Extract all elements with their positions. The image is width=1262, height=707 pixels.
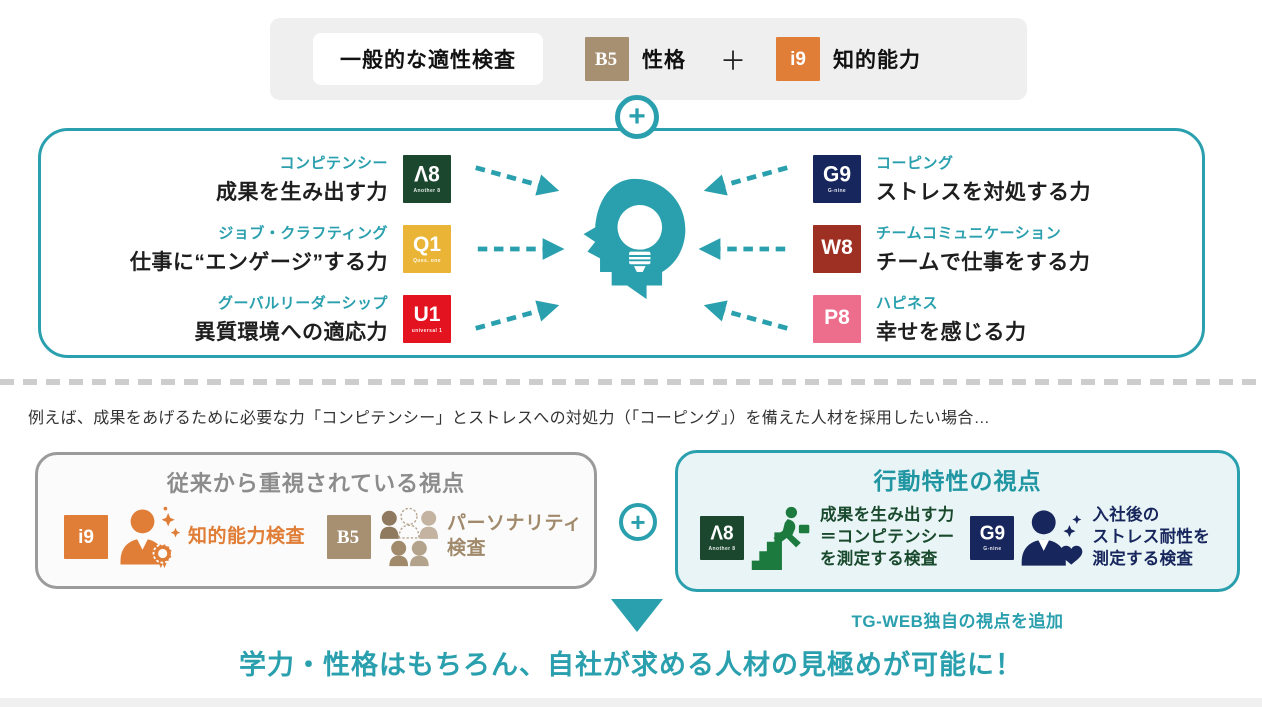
ability-title: 成果を生み出す力 <box>216 181 388 204</box>
i9-product-icon: i9 <box>64 515 108 559</box>
dashed-arrow-icon <box>475 300 560 331</box>
woman-award-icon <box>120 506 181 569</box>
ability-title: 異質環境への適応力 <box>194 321 388 344</box>
a8-product-icon: Λ8 Another 8 <box>403 155 451 203</box>
dashed-arrow-icon <box>475 165 560 196</box>
ability-tag: グーバルリーダーシップ <box>217 295 388 312</box>
ability-row-global-leadership: グーバルリーダーシップ 異質環境への適応力 U1 universal 1 <box>41 287 451 351</box>
conclusion-headline: 学力・性格はもちろん、自社が求める人材の見極めが可能に！ <box>239 650 1023 680</box>
dashed-arrow-icon <box>703 165 788 196</box>
personality-label: 性格 <box>642 49 686 72</box>
abilities-panel: コンピテンシー 成果を生み出す力 Λ8 Another 8 ジョブ・クラフティン… <box>38 128 1205 358</box>
dashed-arrow-icon <box>703 300 788 331</box>
competency-test-label: 成果を生み出す力 ＝コンピテンシー を測定する検査 <box>820 506 955 568</box>
ability-row-coping: G9 G-nine コーピング ストレスを対処する力 <box>813 147 1207 211</box>
plus-sign: ＋ <box>720 45 747 76</box>
ability-tag: ジョブ・クラフティング <box>218 225 388 242</box>
legacy-panel-title: 従来から重視されている視点 <box>166 471 466 496</box>
b5-product-icon: B5 <box>327 515 372 559</box>
stairs-runner-icon <box>751 506 810 571</box>
ability-row-happiness: P8 ハピネス 幸せを感じる力 <box>813 287 1207 351</box>
plus-badge-icon: + <box>619 503 657 541</box>
ability-title: 仕事に“エンゲージ”する力 <box>129 251 388 274</box>
people-group-icon <box>379 507 439 567</box>
ability-tag: ハピネス <box>876 295 939 312</box>
ability-row-team-communication: W8 チームコミュニケーション チームで仕事をする力 <box>813 217 1207 281</box>
q1-product-icon: Q1 Ques. one <box>403 225 451 273</box>
ability-title: 幸せを感じる力 <box>876 321 1027 344</box>
b5-product-icon: B5 <box>585 37 629 81</box>
general-test-bar: 一般的な適性検査 B5 性格 ＋ i9 知的能力 <box>270 18 1027 100</box>
a8-product-icon: Λ8 Another 8 <box>700 516 744 560</box>
w8-product-icon: W8 <box>813 225 861 273</box>
stress-test-label: 入社後の ストレス耐性を 測定する検査 <box>1092 506 1211 568</box>
ability-tag: コンピテンシー <box>279 155 388 172</box>
ability-row-competency: コンピテンシー 成果を生み出す力 Λ8 Another 8 <box>41 147 451 211</box>
ability-row-job-crafting: ジョブ・クラフティング 仕事に“エンゲージ”する力 Q1 Ques. one <box>41 217 451 281</box>
dashed-divider <box>0 379 1262 385</box>
personality-test-item: B5 パーソナリティ 検査 <box>327 507 582 567</box>
example-note: 例えば、成果をあげるために必要な力「コンピテンシー」とストレスへの対処力（「コー… <box>28 410 991 427</box>
behavior-viewpoint-panel: 行動特性の視点 Λ8 Another 8 成果を生み出す力 ＝コンピテンシー を… <box>675 450 1240 592</box>
personality-test-label: パーソナリティ 検査 <box>447 513 583 559</box>
plus-badge-icon: + <box>615 95 659 139</box>
ability-title: チームで仕事をする力 <box>876 251 1091 274</box>
general-test-label: 一般的な適性検査 <box>313 33 543 85</box>
behavior-panel-title: 行動特性の視点 <box>873 468 1042 494</box>
intellect-test-label: 知的能力検査 <box>188 525 306 547</box>
u1-product-icon: U1 universal 1 <box>403 295 451 343</box>
competency-test-item: Λ8 Another 8 成果を生み出す力 ＝コンピテンシー を測定する検査 <box>700 503 954 573</box>
intellect-label: 知的能力 <box>833 49 922 72</box>
p8-product-icon: P8 <box>813 295 861 343</box>
ability-tag: コーピング <box>876 155 954 172</box>
i9-product-icon: i9 <box>776 37 821 81</box>
g9-product-icon: G9 G-nine <box>813 155 861 203</box>
g9-product-icon: G9 G-nine <box>970 515 1015 560</box>
intellect-test-item: i9 知的能力検査 <box>64 503 305 571</box>
down-arrow-icon <box>611 599 663 632</box>
head-lightbulb-icon <box>583 178 686 300</box>
bottom-edge-strip <box>0 698 1262 707</box>
person-heart-icon <box>1022 510 1083 566</box>
dashed-arrow-icon <box>698 238 786 260</box>
tgweb-unique-note: TG-WEB独自の視点を追加 <box>851 612 1064 631</box>
ability-title: ストレスを対処する力 <box>876 181 1091 204</box>
stress-test-item: G9 G-nine 入社後の ストレス耐性を 測定する検査 <box>970 505 1210 570</box>
legacy-viewpoint-panel: 従来から重視されている視点 i9 知的能力検査 <box>35 452 597 589</box>
ability-tag: チームコミュニケーション <box>876 225 1062 242</box>
dashed-arrow-icon <box>477 238 565 260</box>
